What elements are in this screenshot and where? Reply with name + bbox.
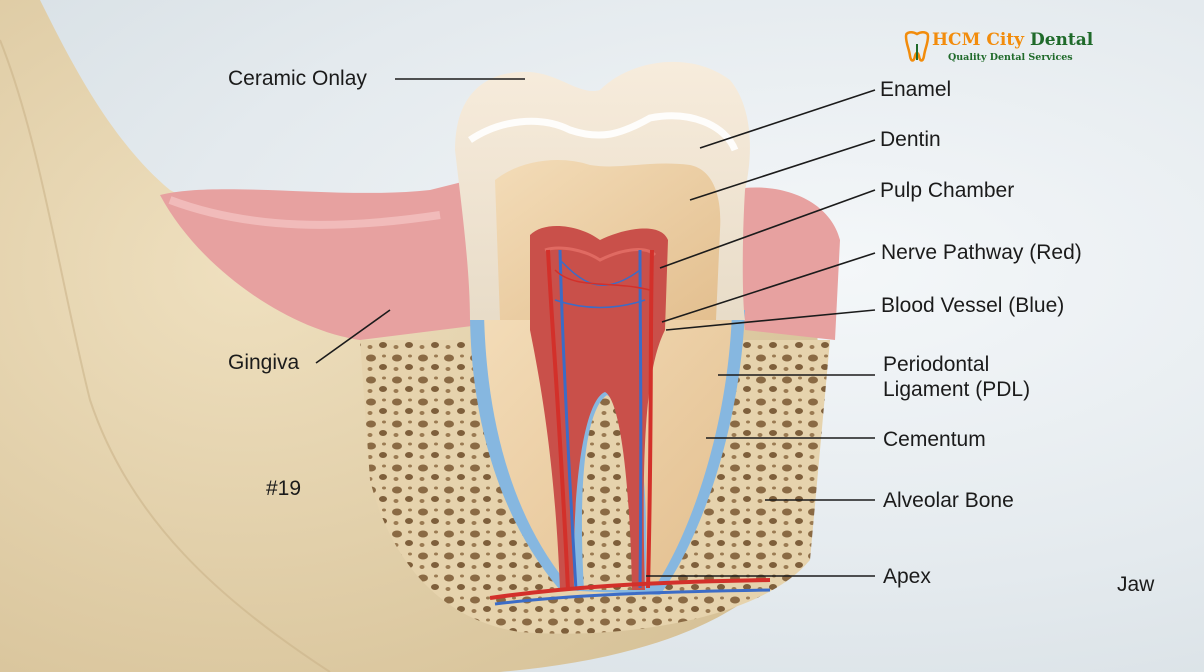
label-pdl-line2: Ligament (PDL): [883, 378, 1031, 401]
label-alveolar-bone: Alveolar Bone: [883, 489, 1014, 512]
label-pdl-line1: Periodontal: [883, 353, 990, 376]
label-jaw: Jaw: [1117, 573, 1155, 596]
label-blood-vessel: Blood Vessel (Blue): [881, 294, 1065, 317]
label-cementum: Cementum: [883, 428, 986, 451]
tooth-logo-icon: [904, 31, 930, 62]
label-gingiva: Gingiva: [228, 351, 300, 374]
brand-tagline: Quality Dental Services: [948, 52, 1073, 63]
apex-vessels: [489, 578, 771, 600]
brand-name: HCM City Dental: [932, 30, 1093, 50]
label-enamel: Enamel: [880, 78, 952, 101]
label-pulp-chamber: Pulp Chamber: [880, 179, 1015, 202]
label-dentin: Dentin: [880, 128, 941, 151]
label-ceramic-onlay: Ceramic Onlay: [228, 67, 367, 90]
brand-name-part2: Dental: [1029, 30, 1094, 50]
brand-logo: HCM City Dental Quality Dental Services: [902, 30, 1093, 70]
label-nerve-pathway: Nerve Pathway (Red): [881, 241, 1082, 264]
nerve-pathway: [546, 249, 654, 591]
blood-vessel: [558, 249, 643, 591]
label-apex: Apex: [883, 565, 931, 588]
label-tooth-number: #19: [266, 477, 302, 500]
label-pdl: Periodontal Ligament (PDL): [883, 352, 1030, 402]
leader-lines: [315, 78, 876, 577]
brand-name-part1: HCM City: [932, 30, 1025, 50]
